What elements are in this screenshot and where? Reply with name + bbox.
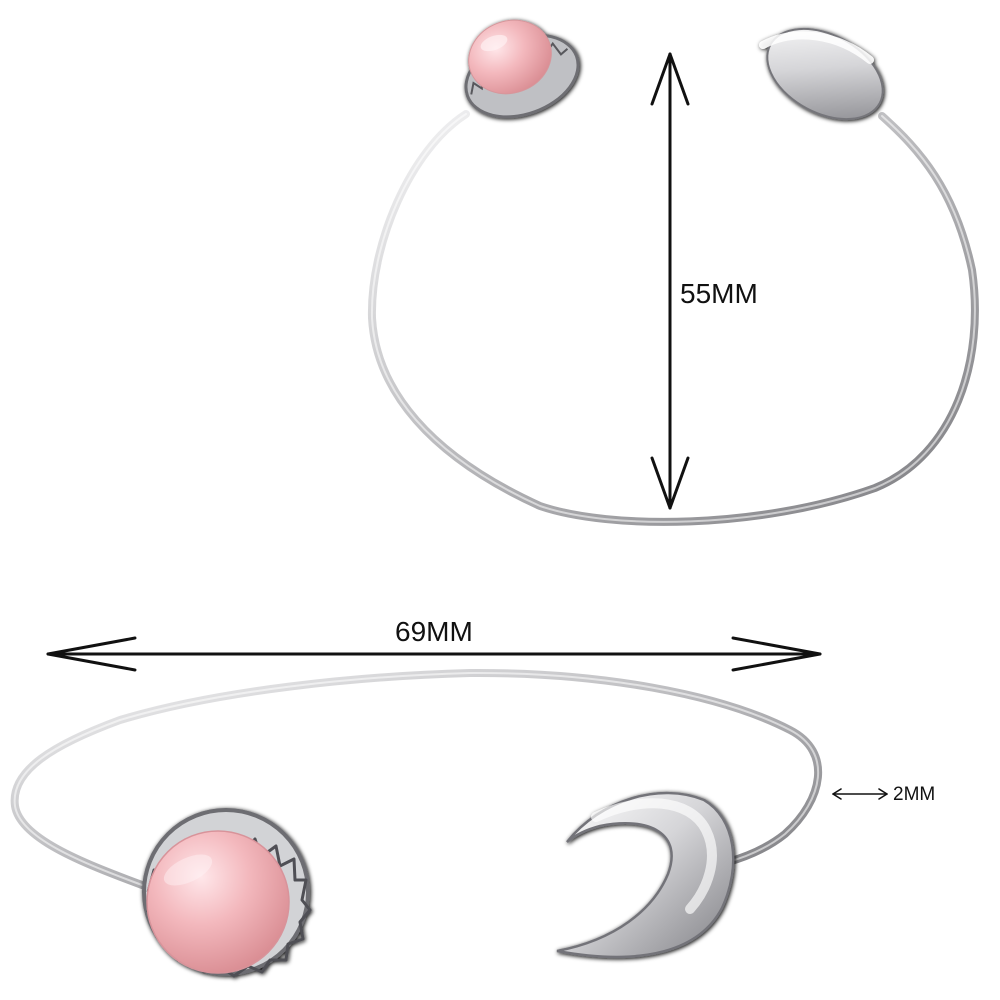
crescent-moon-front [556, 791, 735, 959]
bangle-front-view [10, 668, 823, 978]
moon-top-view [759, 27, 884, 121]
bangle-wire-front-highlight [13, 671, 820, 886]
width-arrow-head-right [731, 636, 822, 672]
height-arrow-head-top [650, 52, 690, 106]
thickness-arrow-head-left [832, 788, 842, 800]
height-arrow-head-bottom [650, 456, 690, 510]
stone-front-shine [163, 854, 213, 886]
bangle-top-view [367, 19, 979, 526]
height-dimension-arrow [650, 52, 690, 510]
crescent-moon-front-highlight [591, 798, 717, 914]
stone-top-shine [480, 34, 508, 52]
stone-front [146, 830, 290, 974]
moon-top-edge [759, 31, 874, 64]
width-dimension-label: 69MM [395, 616, 473, 647]
height-dimension-label: 55MM [680, 278, 758, 309]
stone-top-view [464, 19, 580, 119]
moon-top-cup [766, 27, 884, 121]
thickness-dimension-label: 2MM [893, 784, 936, 805]
moon-front-view [556, 791, 735, 959]
thickness-dimension-arrow [832, 788, 888, 800]
width-arrow-head-left [46, 636, 137, 672]
width-dimension-arrow [46, 636, 822, 672]
thickness-arrow-head-right [878, 788, 888, 800]
bangle-wire-top-highlight [370, 113, 976, 523]
stone-front-view [142, 808, 312, 978]
